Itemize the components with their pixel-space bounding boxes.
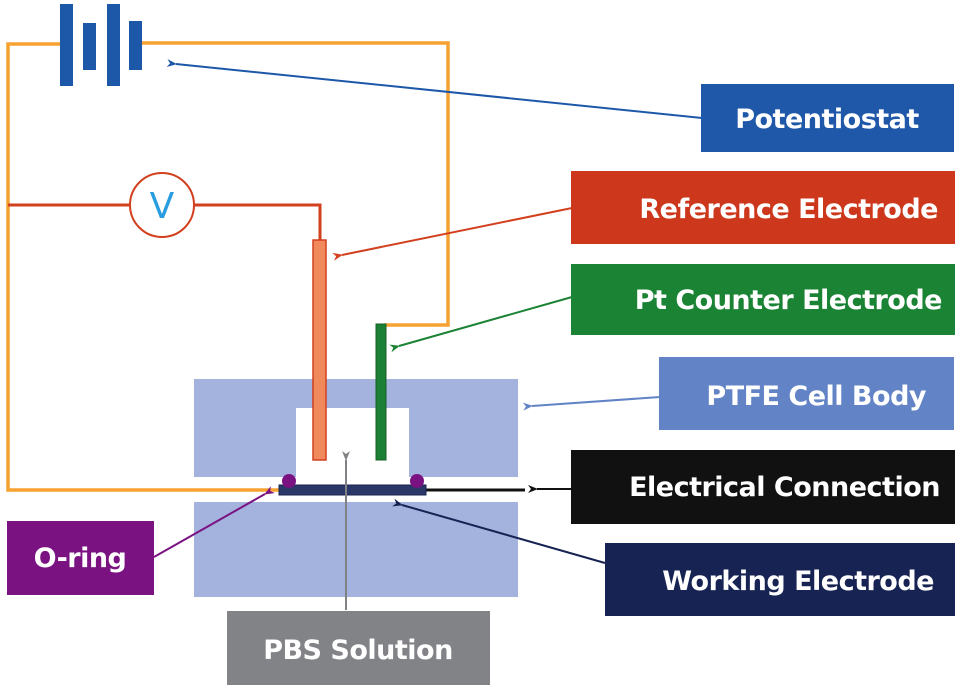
ptfe-lower-block [194, 502, 518, 597]
label-working-electrode: Working Electrode [605, 543, 955, 616]
label-potentiostat: Potentiostat [701, 84, 954, 152]
voltmeter-icon: V [129, 172, 195, 238]
label-ptfe-cell-body: PTFE Cell Body [659, 357, 954, 430]
reference-arrow [332, 207, 573, 261]
ptfe-cell-body [194, 379, 518, 597]
label-o-ring-text: O-ring [34, 543, 127, 574]
label-o-ring: O-ring [7, 521, 154, 595]
ptfe-arrow [522, 396, 661, 411]
working-arrow [392, 498, 606, 564]
voltmeter-wire [8, 203, 322, 240]
label-reference-electrode-text: Reference Electrode [639, 194, 938, 225]
potentiostat-arrow [166, 59, 703, 119]
label-working-electrode-text: Working Electrode [662, 566, 934, 597]
o-ring-arrow [153, 486, 275, 558]
potentiostat-wire-right [140, 41, 450, 327]
battery-icon [60, 4, 142, 86]
counter-arrow [389, 296, 573, 353]
label-counter-electrode: Pt Counter Electrode [571, 264, 955, 335]
label-electrical-connection-text: Electrical Connection [629, 472, 940, 503]
label-ptfe-cell-body-text: PTFE Cell Body [706, 381, 926, 412]
label-counter-electrode-text: Pt Counter Electrode [635, 285, 942, 316]
o-ring-right [410, 474, 424, 488]
label-potentiostat-text: Potentiostat [735, 104, 919, 135]
potentiostat-wire-left [6, 42, 280, 492]
reference-electrode [312, 239, 327, 461]
label-pbs-solution: PBS Solution [227, 611, 490, 685]
working-electrode [278, 484, 427, 496]
label-reference-electrode: Reference Electrode [571, 171, 955, 244]
label-electrical-connection: Electrical Connection [571, 450, 955, 524]
counter-electrode [375, 323, 387, 461]
voltmeter-symbol: V [150, 186, 175, 227]
label-pbs-solution-text: PBS Solution [263, 635, 453, 666]
o-ring-left [282, 474, 296, 488]
